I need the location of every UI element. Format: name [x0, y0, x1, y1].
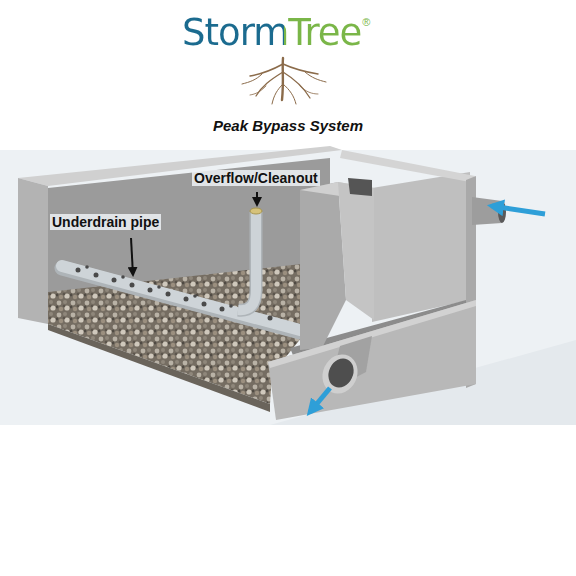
bypass-chamber [268, 150, 476, 420]
weir-wall-side [338, 182, 374, 320]
logo-wordmark: StormTree [182, 12, 361, 55]
chamber-front-cut [268, 300, 476, 420]
registered-mark: ® [362, 16, 370, 29]
inlet-pipe [472, 197, 506, 225]
root [250, 86, 266, 95]
outflow-arrow [310, 388, 330, 412]
diagram-title: Peak Bypass System [0, 117, 576, 134]
logo-roots [242, 58, 326, 104]
pipe-body [62, 266, 300, 330]
overflow-riser [238, 208, 262, 310]
chamber-front-rim [268, 300, 476, 368]
part-label: Overflow/Cleanout [192, 170, 320, 186]
root [283, 72, 310, 98]
outlet-rim [316, 349, 364, 400]
riser-body [238, 212, 256, 310]
part-label: Underdrain pipe [50, 214, 161, 230]
gravel-edge [48, 324, 270, 412]
root [242, 74, 262, 84]
root [250, 64, 283, 76]
leader-arrow [131, 238, 133, 275]
outlet-opening [324, 354, 358, 391]
root [305, 72, 326, 82]
underdrain-pipe [62, 265, 300, 332]
weir-opening [348, 178, 372, 196]
root [283, 64, 318, 74]
weir-wall-front [300, 182, 346, 350]
chamber-back-wall [372, 172, 470, 322]
outlet-pipe [316, 336, 372, 399]
render-background [0, 150, 576, 425]
cleanout-cap [250, 208, 262, 214]
inlet-opening [498, 201, 506, 223]
left-wall-cut [18, 178, 48, 324]
wall-top-rim [18, 146, 342, 186]
root [300, 86, 318, 94]
root [272, 84, 283, 104]
inlet-body [472, 197, 502, 225]
inflow-arrow [492, 206, 545, 214]
riser-shadow [238, 212, 256, 310]
root [283, 84, 296, 104]
chamber-top-rim [340, 150, 475, 182]
leader-arrow [256, 192, 258, 205]
